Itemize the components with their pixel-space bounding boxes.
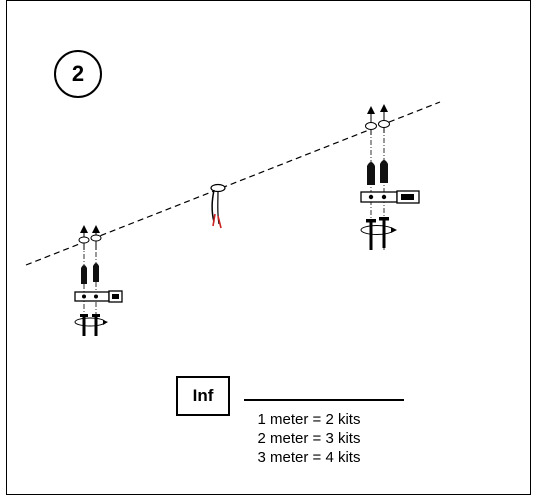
mounting-kit-left	[74, 225, 123, 336]
info-kit-list: 1 meter = 2 kits 2 meter = 3 kits 3 mete…	[244, 410, 374, 467]
info-divider	[244, 399, 404, 401]
mounting-kit-right	[360, 104, 420, 250]
mounting-clip-icon	[360, 190, 420, 204]
cable-exit	[210, 183, 226, 229]
screw-icon	[74, 314, 108, 336]
info-line: 2 meter = 3 kits	[257, 430, 361, 447]
step-number-badge: 2	[54, 50, 102, 98]
screw-icon	[360, 217, 397, 250]
mounting-clip-icon	[74, 290, 123, 303]
info-label-box: Inf	[176, 376, 230, 416]
arrow-up-icon	[367, 104, 388, 135]
wall-plug-icon	[81, 263, 99, 284]
info-line: 1 meter = 2 kits	[257, 411, 361, 428]
info-line: 3 meter = 4 kits	[257, 449, 361, 466]
wall-plug-icon	[367, 160, 388, 185]
